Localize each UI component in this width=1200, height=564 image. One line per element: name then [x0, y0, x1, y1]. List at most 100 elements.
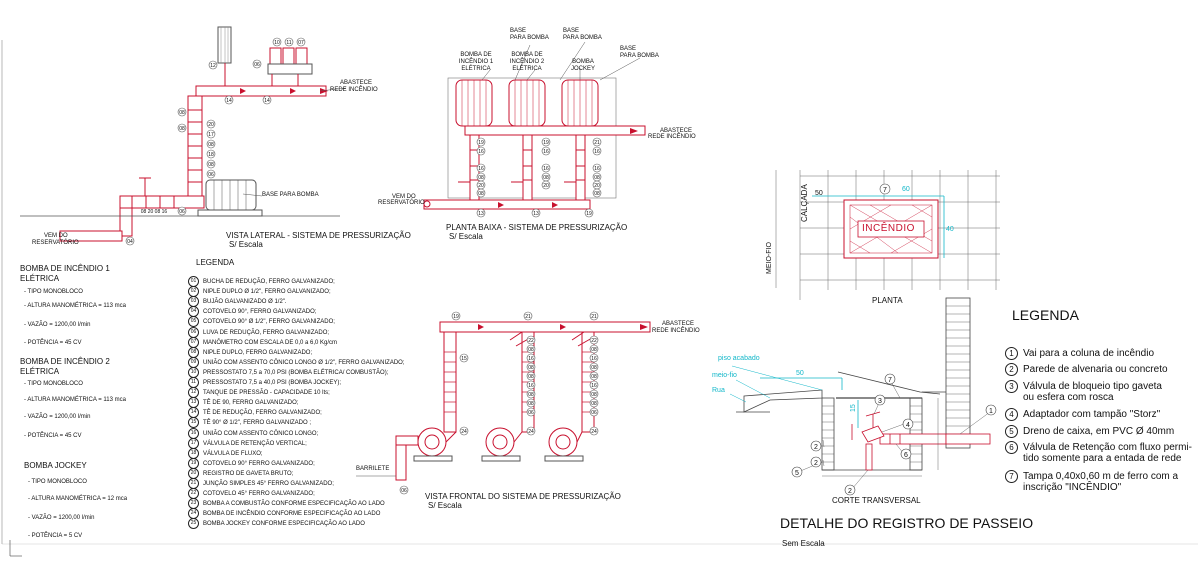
- svg-text:08: 08: [208, 142, 214, 148]
- legend-text: UNIÃO COM ASSENTO CÔNICO LONGO Ø 1/2", F…: [203, 359, 405, 366]
- legend-text: TÊ DE 90, FERRO GALVANIZADO;: [203, 400, 299, 407]
- legend-text: TANQUE DE PRESSÃO - CAPACIDADE 10 lts;: [203, 390, 330, 397]
- detail-legend-number: 2: [1005, 363, 1018, 376]
- legend-row: 25 BOMBA JOCKEY CONFORME ESPECIFICAÇÃO AO…: [188, 518, 365, 530]
- svg-text:22: 22: [528, 338, 534, 344]
- svg-text:16: 16: [528, 356, 534, 362]
- dim-50-plan: 50: [815, 190, 823, 197]
- svg-text:20: 20: [543, 183, 549, 189]
- front-view: [356, 321, 651, 481]
- detail-legend-text: Tampa 0,40x0,60 m de ferro com a: [1023, 471, 1179, 482]
- svg-text:21: 21: [594, 140, 600, 146]
- detail-legend-text: Parede de alvenaria ou concreto: [1023, 364, 1168, 375]
- spec-item: - ALTURA MANOMÉTRICA = 12 mca: [28, 496, 128, 502]
- legend-text: COTOVELO 90° Ø 1/2", FERRO GALVANIZADO;: [203, 319, 335, 326]
- rede-label-3: REDE INCÊNDIO: [652, 328, 700, 334]
- legend-number: 25: [188, 518, 199, 530]
- svg-text:08: 08: [591, 392, 597, 398]
- detail-section: [729, 297, 991, 490]
- legend-text: BOMBA JOCKEY CONFORME ESPECIFICAÇÃO AO L…: [203, 521, 365, 528]
- svg-text:04: 04: [127, 239, 133, 245]
- spec-item: - POTÊNCIA = 45 CV: [24, 340, 82, 346]
- svg-text:1: 1: [989, 408, 993, 415]
- calcada-label: CALÇADA: [800, 184, 809, 222]
- svg-text:14: 14: [264, 98, 270, 104]
- svg-text:11: 11: [286, 40, 291, 46]
- dim-50-section: 50: [796, 370, 804, 377]
- detail-legend-text: Adaptador com tampão "Storz": [1023, 409, 1161, 420]
- spec-item: - TIPO MONOBLOCO: [24, 289, 83, 295]
- legend-text: REGISTRO DE GAVETA BRUTO;: [203, 470, 294, 477]
- svg-text:24: 24: [591, 429, 597, 435]
- legend-text: LUVA DE REDUÇÃO, FERRO GALVANIZADO;: [203, 329, 330, 336]
- abastece-label-3: ABASTECE: [662, 321, 695, 327]
- svg-text:22: 22: [591, 338, 597, 344]
- svg-text:16: 16: [478, 149, 484, 155]
- vem-do-label-1: VEM DO: [44, 233, 68, 239]
- reservatorio-label-1: RESERVATÓRIO: [32, 240, 79, 246]
- detail-legend-number: 7: [1005, 470, 1018, 483]
- svg-text:4: 4: [906, 422, 910, 429]
- dim-60-plan: 60: [902, 186, 910, 193]
- plan-view: [423, 77, 646, 210]
- detail-legend-number: 3: [1005, 380, 1018, 393]
- vem-do-label-2: VEM DO: [392, 194, 416, 200]
- spec-item: - POTÊNCIA = 45 CV: [24, 433, 82, 439]
- svg-text:19: 19: [478, 140, 484, 146]
- frontal-title: VISTA FRONTAL DO SISTEMA DE PRESSURIZAÇÃ…: [425, 492, 621, 501]
- detail-legend-text: Válvula de Retenção com fluxo permi-: [1023, 442, 1192, 453]
- legend-text: BUJÃO GALVANIZADO Ø 1/2".: [203, 299, 287, 306]
- svg-text:06: 06: [401, 488, 407, 494]
- detail-legend-text: Dreno de caixa, em PVC Ø 40mm: [1023, 426, 1175, 437]
- detail-subtitle: Sem Escala: [782, 539, 825, 548]
- svg-text:07: 07: [298, 40, 304, 46]
- svg-text:20: 20: [594, 183, 600, 189]
- detail-legend-text: Válvula de bloqueio tipo gaveta: [1023, 381, 1162, 392]
- legend-text: MANÔMETRO COM ESCALA DE 0,0 a 6,0 Kg/cm: [203, 339, 338, 346]
- detail-legend-row: 5 Dreno de caixa, em PVC Ø 40mm: [1005, 425, 1174, 438]
- svg-text:3: 3: [878, 398, 882, 405]
- legend-text: VÁLVULA DE FLUXO;: [203, 450, 263, 457]
- svg-text:16: 16: [543, 166, 549, 172]
- legend-text: COTOVELO 45° FERRO GALVANIZADO;: [203, 491, 315, 498]
- svg-text:08: 08: [528, 374, 534, 380]
- svg-text:19: 19: [543, 140, 549, 146]
- svg-text:21: 21: [591, 314, 597, 320]
- legend-text: BOMBA DE INCÊNDIO CONFORME ESPECIFICAÇÃO…: [203, 511, 381, 518]
- legend-text: PRESSOSTATO 7,5 a 70,0 PSI (BOMBA ELÉTRI…: [203, 369, 389, 376]
- planta-title: PLANTA BAIXA - SISTEMA DE PRESSURIZAÇÃO: [446, 223, 628, 232]
- detail-legend-text: inscrição "INCÊNDIO": [1023, 482, 1122, 493]
- svg-text:08: 08: [478, 191, 484, 197]
- detail-legend-number: 5: [1005, 425, 1018, 438]
- svg-text:16: 16: [478, 166, 484, 172]
- svg-text:2: 2: [814, 460, 818, 467]
- svg-text:08: 08: [528, 401, 534, 407]
- barrilete-label: BARRILETE: [356, 466, 390, 472]
- svg-text:08: 08: [594, 175, 600, 181]
- svg-text:19: 19: [586, 211, 592, 217]
- dim-40-plan: 40: [946, 226, 954, 233]
- svg-text:24: 24: [461, 429, 467, 435]
- svg-text:08 20 08 16: 08 20 08 16: [141, 209, 168, 215]
- reservatorio-label-2: RESERVATÓRIO: [378, 200, 425, 206]
- detail-legend-text: Vai para a coluna de incêndio: [1023, 348, 1155, 359]
- svg-text:2: 2: [848, 488, 852, 495]
- svg-text:17: 17: [208, 132, 214, 138]
- svg-text:5: 5: [795, 470, 799, 477]
- svg-text:08: 08: [179, 126, 185, 132]
- svg-text:08: 08: [528, 365, 534, 371]
- svg-text:7: 7: [888, 377, 892, 384]
- svg-text:7: 7: [883, 187, 887, 194]
- svg-text:20: 20: [208, 122, 214, 128]
- legend-text: JUNÇÃO SIMPLES 45° FERRO GALVANIZADO;: [203, 481, 334, 488]
- svg-text:24: 24: [528, 429, 534, 435]
- svg-text:08: 08: [528, 347, 534, 353]
- legend-text: BOMBA A COMBUSTÃO CONFORME ESPECIFICAÇÃO…: [203, 501, 385, 508]
- spec-item: - TIPO MONOBLOCO: [24, 381, 83, 387]
- svg-text:6: 6: [904, 452, 908, 459]
